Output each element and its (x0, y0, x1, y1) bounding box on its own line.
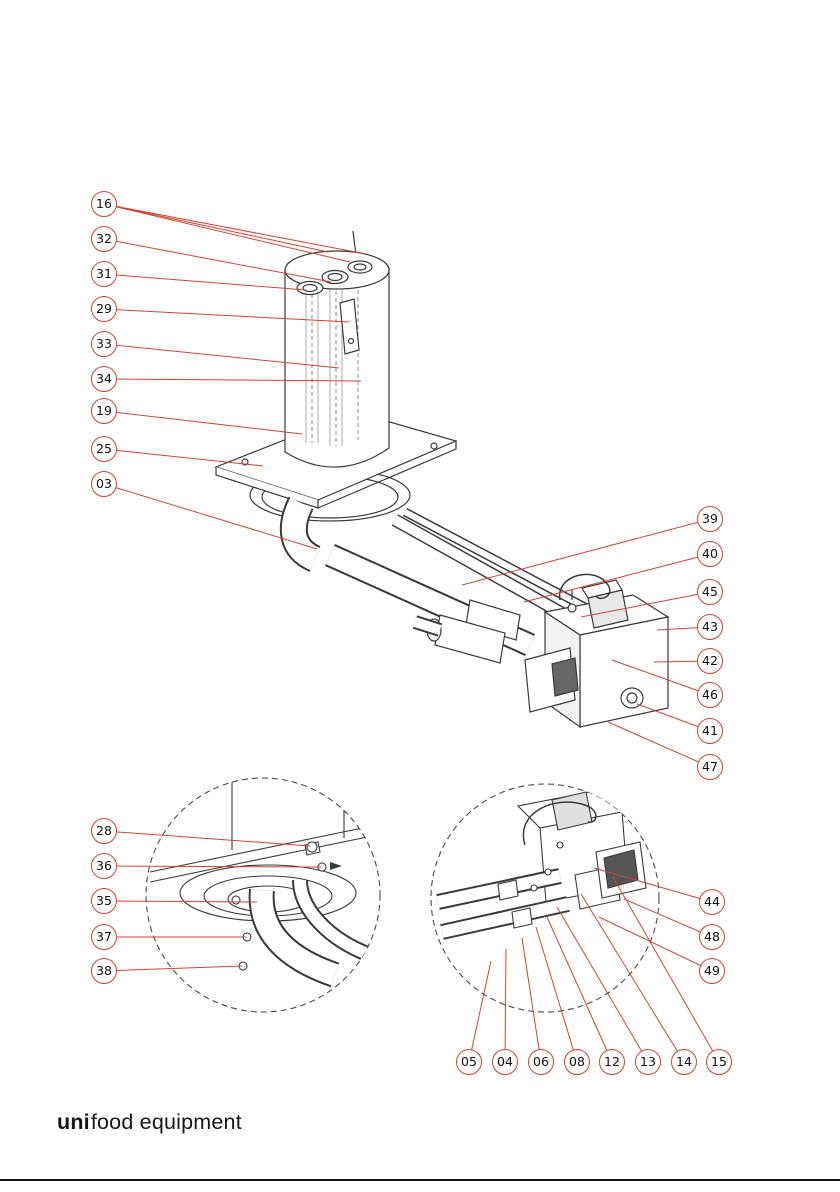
gas-valve (524, 573, 670, 729)
pilot-tubes (296, 260, 373, 296)
callout-33: 33 (91, 331, 117, 357)
footer-rule (0, 1179, 840, 1181)
callout-06: 06 (528, 1049, 554, 1075)
callout-15: 15 (706, 1049, 732, 1075)
callout-12: 12 (599, 1049, 625, 1075)
callout-13: 13 (635, 1049, 661, 1075)
callout-31: 31 (91, 261, 117, 287)
callout-45: 45 (697, 579, 723, 605)
callout-35: 35 (91, 888, 117, 914)
callout-03: 03 (91, 471, 117, 497)
detail-view-right (430, 783, 660, 1013)
callout-43: 43 (697, 614, 723, 640)
brand-logo-rest: food equipment (90, 1110, 242, 1134)
callout-47: 47 (697, 754, 723, 780)
callout-32: 32 (91, 226, 117, 252)
callout-08: 08 (564, 1049, 590, 1075)
callout-25: 25 (91, 436, 117, 462)
leader-lines (103, 203, 720, 1063)
detail-view-left (145, 777, 381, 1013)
detail-circle-right (430, 783, 660, 1013)
callout-39: 39 (697, 506, 723, 532)
callout-49: 49 (699, 958, 725, 984)
callout-28: 28 (91, 818, 117, 844)
callout-16: 16 (91, 191, 117, 217)
callout-05: 05 (456, 1049, 482, 1075)
callout-34: 34 (91, 366, 117, 392)
detail-circle-left (145, 777, 381, 1013)
callout-38: 38 (91, 958, 117, 984)
callout-48: 48 (699, 924, 725, 950)
brand-logo: unifood equipment (57, 1110, 242, 1135)
callout-41: 41 (697, 718, 723, 744)
callout-29: 29 (91, 296, 117, 322)
callout-36: 36 (91, 853, 117, 879)
elbow-pipe (279, 496, 322, 572)
burner-assembly (214, 230, 670, 729)
callout-19: 19 (91, 398, 117, 424)
callout-46: 46 (697, 682, 723, 708)
callout-37: 37 (91, 924, 117, 950)
callout-04: 04 (492, 1049, 518, 1075)
callout-42: 42 (697, 648, 723, 674)
brand-logo-bold: uni (57, 1110, 90, 1134)
callout-44: 44 (699, 889, 725, 915)
electrode-bracket (339, 298, 360, 355)
callout-14: 14 (671, 1049, 697, 1075)
venturi-block (412, 599, 521, 664)
callout-40: 40 (697, 541, 723, 567)
